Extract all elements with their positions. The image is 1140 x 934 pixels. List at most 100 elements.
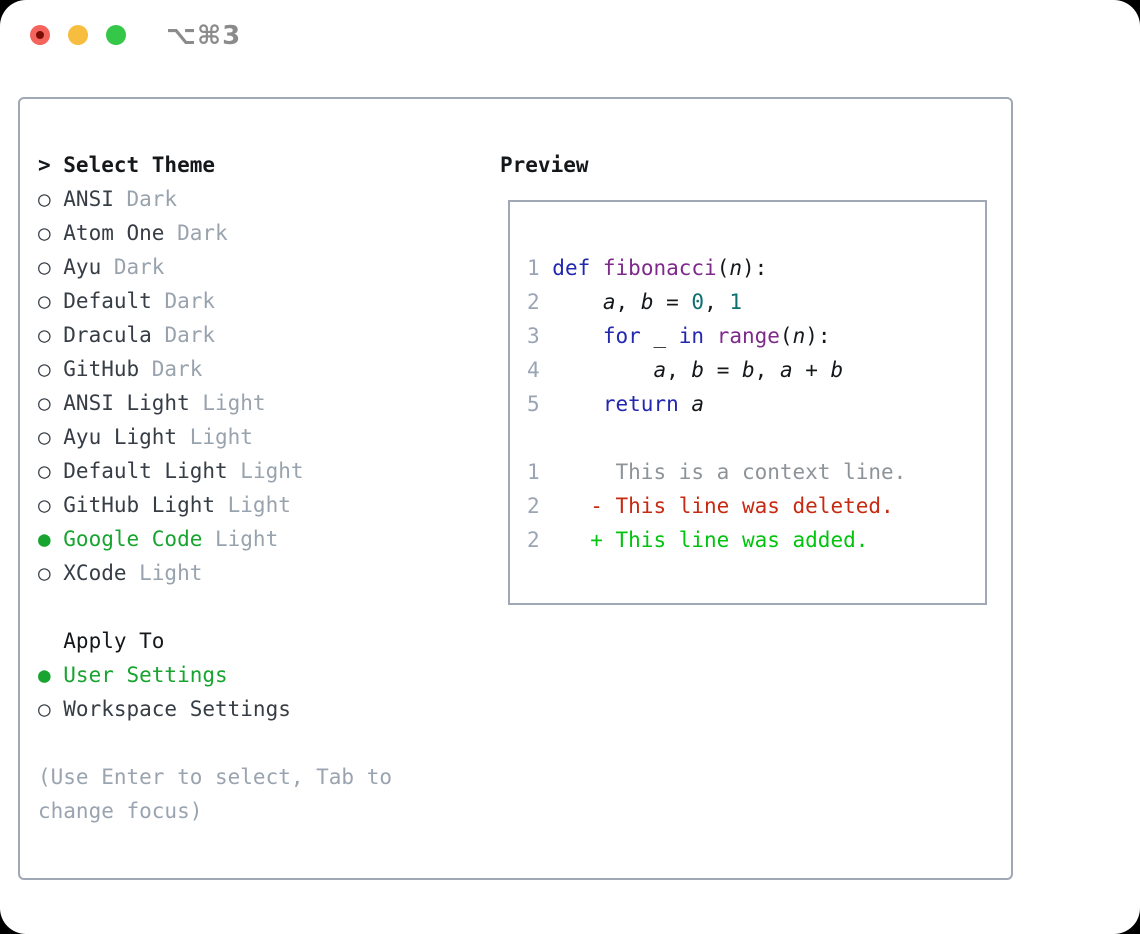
- diff-added-line: 2 + This line was added.: [527, 523, 985, 557]
- radio-icon: ○: [38, 323, 51, 347]
- token-var: n: [729, 256, 742, 280]
- cursor-icon: >: [38, 153, 51, 177]
- theme-tag: Light: [139, 561, 203, 585]
- code-line: 5 return a: [527, 387, 985, 421]
- token-pl: +: [792, 358, 831, 382]
- token-pl: [552, 324, 603, 348]
- token-pl: ,: [666, 358, 692, 382]
- zoom-button[interactable]: [106, 25, 126, 45]
- token-add: + This line was added.: [590, 528, 869, 552]
- token-fn: range: [716, 324, 780, 348]
- preview-header: Preview: [500, 148, 987, 182]
- token-fn: fibonacci: [602, 256, 717, 280]
- close-dot-icon: [36, 31, 44, 39]
- theme-name: Default: [63, 289, 152, 313]
- token-pl: ):: [805, 324, 831, 348]
- blank-line: [527, 421, 985, 455]
- help-text: (Use Enter to select, Tab to change focu…: [38, 765, 393, 823]
- token-var: a: [691, 392, 705, 416]
- theme-tag: Dark: [151, 357, 203, 381]
- token-pl: [540, 494, 591, 518]
- radio-selected-icon: ●: [38, 663, 51, 687]
- theme-tag: Dark: [164, 289, 216, 313]
- token-pl: (: [716, 256, 730, 280]
- apply-option[interactable]: ○Workspace Settings: [38, 692, 462, 726]
- theme-option[interactable]: ○ Ayu Light Light: [38, 420, 462, 454]
- token-pl: ):: [742, 256, 768, 280]
- token-kw: def: [552, 256, 591, 280]
- theme-name: Dracula: [63, 323, 152, 347]
- token-pl: ,: [615, 290, 641, 314]
- titlebar: ⌥⌘3: [0, 0, 1140, 97]
- close-button[interactable]: [30, 25, 50, 45]
- spacer: [38, 726, 462, 760]
- minimize-button[interactable]: [68, 25, 88, 45]
- token-var: a: [653, 358, 667, 382]
- theme-option[interactable]: ○ GitHub Dark: [38, 352, 462, 386]
- theme-option[interactable]: ○ Default Dark: [38, 284, 462, 318]
- apply-to-header: Apply To: [38, 624, 462, 658]
- radio-selected-icon: ●: [38, 527, 51, 551]
- token-pl: [552, 290, 603, 314]
- token-ln: 3: [527, 324, 553, 348]
- radio-icon: ○: [38, 697, 51, 721]
- apply-option[interactable]: ● User Settings: [38, 658, 462, 692]
- theme-tag: Light: [240, 459, 304, 483]
- theme-name: Ayu: [63, 255, 102, 279]
- radio-icon: ○: [38, 357, 51, 381]
- theme-name: Atom One: [63, 221, 165, 245]
- token-ln: 2: [527, 528, 540, 552]
- token-pl: ,: [704, 290, 730, 314]
- token-ln: 1: [527, 256, 553, 280]
- token-ln: 5: [527, 392, 553, 416]
- theme-tag: Light: [189, 425, 253, 449]
- token-pl: (: [779, 324, 793, 348]
- token-var: n: [792, 324, 806, 348]
- theme-name: ANSI Light: [63, 391, 190, 415]
- radio-icon: ○: [38, 255, 51, 279]
- radio-icon: ○: [38, 221, 51, 245]
- token-pl: =: [653, 290, 692, 314]
- apply-option-label: User Settings: [63, 663, 228, 687]
- select-theme-label: Select Theme: [63, 153, 215, 177]
- diff-context-line: 1 This is a context line.: [527, 455, 985, 489]
- code-line: 3 for _ in range(n):: [527, 319, 985, 353]
- token-pl: [540, 460, 616, 484]
- token-lit: 0: [691, 290, 705, 314]
- token-var: b: [640, 290, 654, 314]
- radio-icon: ○: [38, 425, 51, 449]
- token-kw: for: [602, 324, 641, 348]
- theme-name: Ayu Light: [63, 425, 178, 449]
- radio-icon: ○: [38, 493, 51, 517]
- token-ln: 4: [527, 358, 553, 382]
- theme-tag: Light: [227, 493, 291, 517]
- token-pl: [540, 528, 591, 552]
- theme-name: GitHub: [63, 357, 140, 381]
- token-var: a: [602, 290, 616, 314]
- token-kw: in: [678, 324, 705, 348]
- token-pl: [552, 392, 603, 416]
- token-pl: [590, 256, 603, 280]
- apply-to-list: ● User Settings ○Workspace Settings: [38, 658, 462, 726]
- theme-tag: Light: [202, 391, 266, 415]
- token-var: b: [742, 358, 755, 382]
- radio-icon: ○: [38, 289, 51, 313]
- window-title: ⌥⌘3: [166, 21, 242, 51]
- radio-icon: ○: [38, 561, 51, 585]
- token-var: b: [830, 358, 844, 382]
- token-ln: 1: [527, 460, 540, 484]
- radio-icon: ○: [38, 187, 51, 211]
- code-line: 4 a, b = b, a + b: [527, 353, 985, 387]
- theme-tag: Dark: [126, 187, 178, 211]
